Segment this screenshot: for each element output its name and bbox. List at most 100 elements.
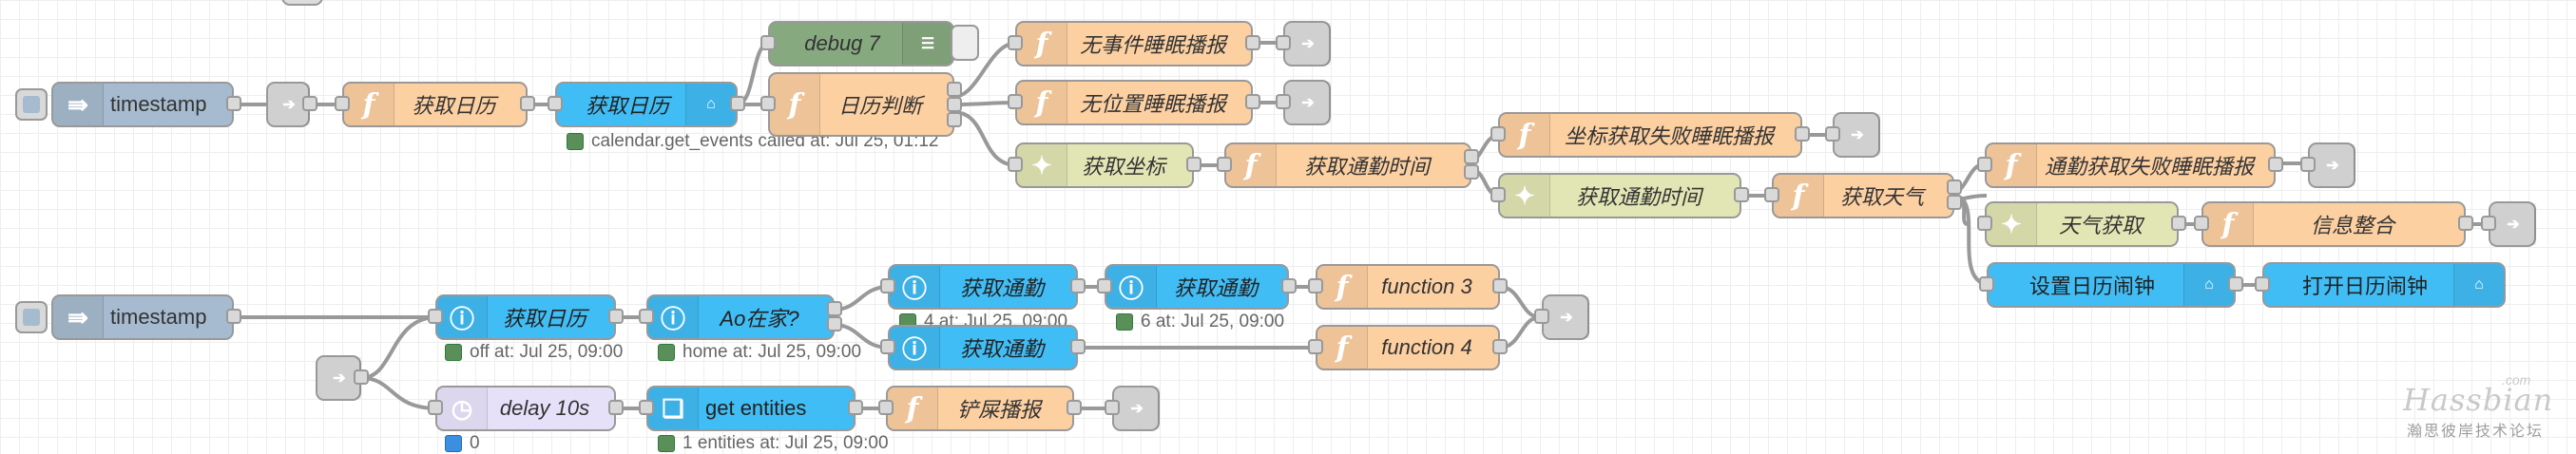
output-port-3[interactable] [947,112,962,127]
input-port[interactable] [1825,126,1840,142]
output-port[interactable] [608,309,624,324]
link-out-node[interactable]: ➔ [1105,386,1160,431]
output-port[interactable] [1734,187,1749,202]
input-port[interactable] [639,400,654,415]
input-port[interactable] [1977,216,1992,231]
ha-current-state-calendar[interactable]: ⓘ 获取日历 [428,294,624,340]
ha-set-calendar-alarm[interactable]: 设置日历闹钟 ⌂ [1979,262,2243,308]
output-port[interactable] [2228,276,2243,292]
fn-commute-fail-sleep[interactable]: f 通勤获取失败睡眠播报 [1977,142,2283,188]
input-port[interactable] [880,278,895,293]
input-port[interactable] [1217,157,1232,172]
input-port[interactable] [1097,278,1112,293]
output-port-2[interactable] [1464,164,1479,180]
input-port[interactable] [878,400,894,415]
fn-no-event-sleep[interactable]: f 无事件睡眠播报 [1008,21,1260,66]
ha-get-entities[interactable]: ❑ get entities [639,386,863,431]
input-port[interactable] [428,400,443,415]
output-port[interactable] [226,309,241,324]
output-port[interactable] [2458,216,2473,231]
input-port[interactable] [880,339,895,354]
input-port[interactable] [2481,216,2496,231]
geo-get-coordinates[interactable]: ✦ 获取坐标 [1008,142,1201,188]
geo-get-commute-time[interactable]: ✦ 获取通勤时间 [1490,173,1749,218]
link-out-node[interactable]: ➔ [2481,201,2536,247]
timestamp-inject-node[interactable]: ⇛ timestamp [51,82,241,127]
output-port[interactable] [1281,278,1297,293]
fn-get-weather[interactable]: f 获取天气 [1764,173,1962,218]
output-port[interactable] [354,369,369,385]
inject-button[interactable] [15,88,48,121]
input-port[interactable] [639,309,654,324]
output-port[interactable] [1245,35,1260,50]
input-port[interactable] [1979,276,1994,292]
input-port[interactable] [2300,157,2316,172]
output-port[interactable] [302,96,317,111]
debug-toggle-button[interactable] [951,25,979,61]
fn-shovel-broadcast[interactable]: f 铲屎播报 [878,386,1082,431]
input-port[interactable] [1764,187,1779,202]
ha-current-state-ao-home[interactable]: ⓘ Ao在家? [639,294,842,340]
timestamp-inject-node-2[interactable]: ⇛ timestamp [51,294,241,340]
link-out-node[interactable]: ➔ [2300,142,2355,188]
fn-function-3[interactable]: f function 3 [1308,264,1508,310]
output-port[interactable] [520,96,535,111]
fn-function-4[interactable]: f function 4 [1308,325,1508,370]
input-port[interactable] [1977,157,1992,172]
output-port[interactable] [1186,157,1201,172]
fn-calendar-judge[interactable]: f 日历判断 [760,72,962,137]
output-port[interactable] [1070,278,1086,293]
debug-node[interactable]: debug 7 ☰ [760,21,954,66]
input-port[interactable] [1490,187,1506,202]
output-port[interactable] [1245,94,1260,109]
output-port[interactable] [226,96,241,111]
input-port[interactable] [1105,400,1120,415]
output-port-2[interactable] [827,316,842,331]
output-port-2[interactable] [1947,195,1962,210]
link-out-node[interactable]: ➔ [1276,80,1331,125]
input-port[interactable] [1308,278,1323,293]
input-port[interactable] [428,309,443,324]
output-port-1[interactable] [947,82,962,97]
input-port[interactable] [548,96,563,111]
output-port-1[interactable] [1947,180,1962,195]
link-in-node[interactable]: ➔ [266,82,317,127]
fn-coord-fail-sleep[interactable]: f 坐标获取失败睡眠播报 [1490,112,1810,158]
input-port[interactable] [760,35,776,50]
inject-button[interactable] [15,301,48,333]
input-port[interactable] [1276,35,1291,50]
geo-weather[interactable]: ✦ 天气获取 [1977,201,2186,247]
output-port[interactable] [1795,126,1810,142]
output-port-1[interactable] [827,301,842,316]
delay-node[interactable]: ◷ delay 10s [428,386,624,431]
link-out-node[interactable]: ➔ [1825,112,1880,158]
fn-get-calendar[interactable]: f 获取日历 [335,82,535,127]
output-port[interactable] [1070,339,1086,354]
output-port[interactable] [730,96,745,111]
input-port[interactable] [2255,276,2270,292]
input-port[interactable] [1308,339,1323,354]
ha-open-calendar-alarm[interactable]: 打开日历闹钟 ⌂ [2255,262,2506,308]
link-out-node[interactable]: ➔ [1276,21,1331,66]
top-stub-node[interactable] [281,0,323,6]
fn-no-location-sleep[interactable]: f 无位置睡眠播报 [1008,80,1260,125]
output-port[interactable] [2268,157,2283,172]
input-port[interactable] [2194,216,2209,231]
input-port[interactable] [1008,35,1023,50]
input-port[interactable] [1008,157,1023,172]
input-port[interactable] [335,96,350,111]
output-port[interactable] [848,400,863,415]
ha-current-state-commute-c[interactable]: ⓘ 获取通勤 [880,325,1086,370]
input-port[interactable] [1534,309,1549,324]
fn-get-commute-time[interactable]: f 获取通勤时间 [1217,142,1479,188]
link-in-node[interactable]: ➔ [316,355,369,401]
fn-info-merge[interactable]: f 信息整合 [2194,201,2473,247]
ha-current-state-commute-a[interactable]: ⓘ 获取通勤 [880,264,1086,310]
output-port[interactable] [1492,278,1508,293]
ha-current-state-commute-b[interactable]: ⓘ 获取通勤 [1097,264,1297,310]
input-port[interactable] [760,96,776,111]
output-port-2[interactable] [947,97,962,112]
ha-call-service-get-calendar[interactable]: 获取日历 ⌂ [548,82,745,127]
input-port[interactable] [1008,94,1023,109]
output-port[interactable] [1492,339,1508,354]
